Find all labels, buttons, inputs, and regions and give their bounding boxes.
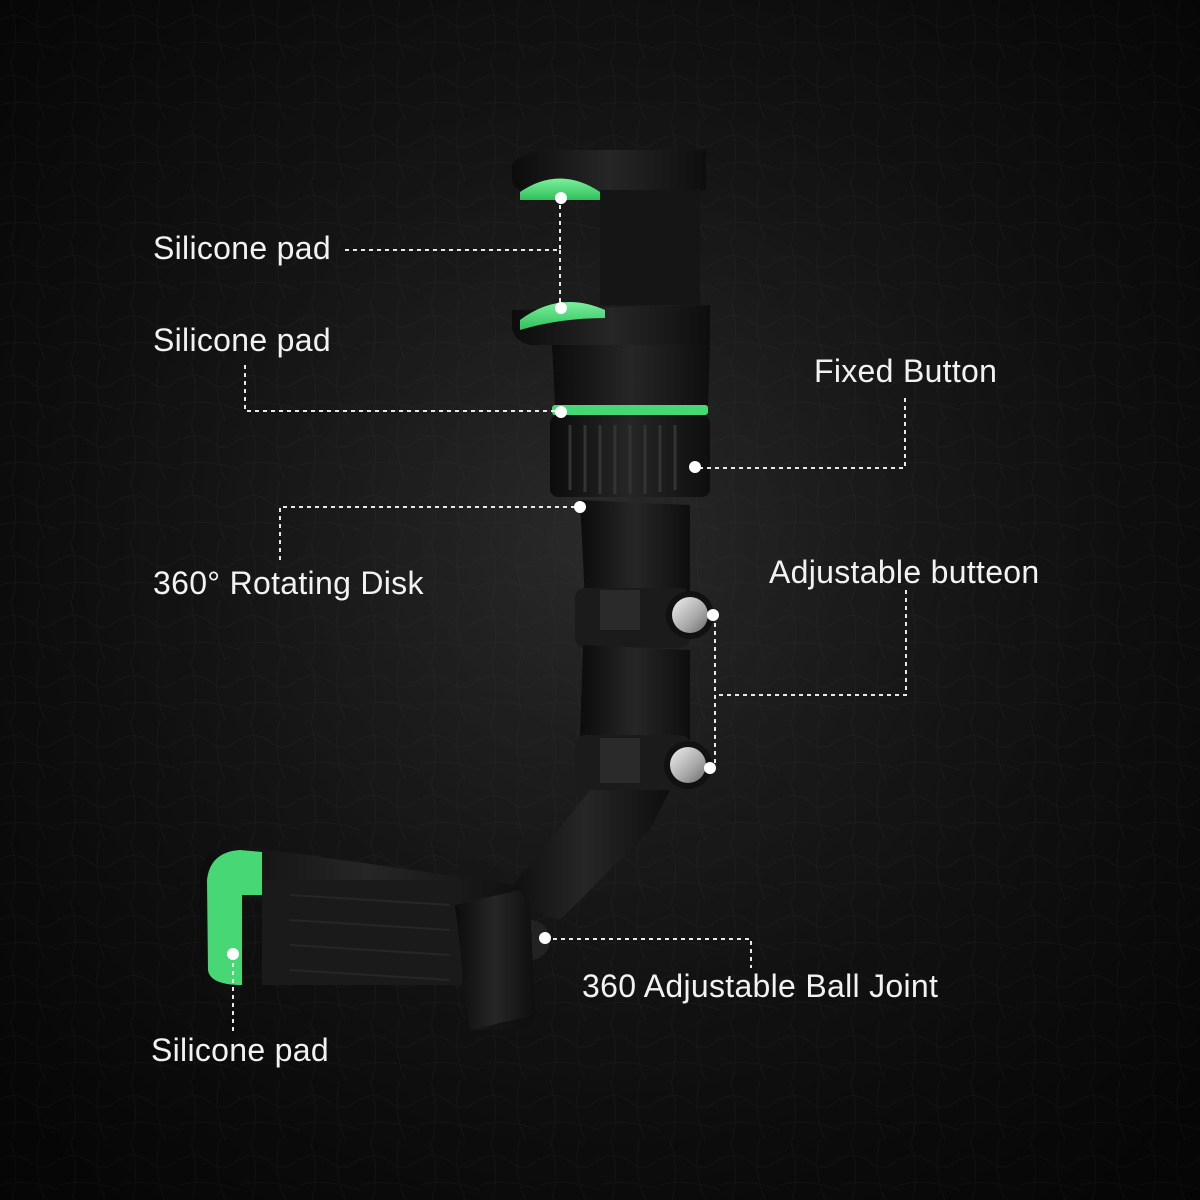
top-clamp [512,150,710,405]
label-adjustable-button: Adjustable butteon [769,554,1040,590]
adjustable-knob-upper [672,597,708,633]
rotating-disk [550,405,710,497]
adjustable-knob-lower [670,747,706,783]
label-ball-joint: 360 Adjustable Ball Joint [582,968,939,1004]
adjustable-arm [500,500,714,920]
label-silicone-pad-bottom: Silicone pad [151,1032,329,1068]
label-rotating-disk: 360° Rotating Disk [153,565,424,601]
silicone-pad-lower [520,302,605,330]
label-silicone-pad-middle: Silicone pad [153,322,331,358]
bottom-clamp [200,845,535,1030]
label-silicone-pad-top: Silicone pad [153,230,331,266]
label-fixed-button: Fixed Button [814,353,998,389]
silicone-pad-side [207,850,262,985]
silicone-pad-upper [520,178,600,200]
